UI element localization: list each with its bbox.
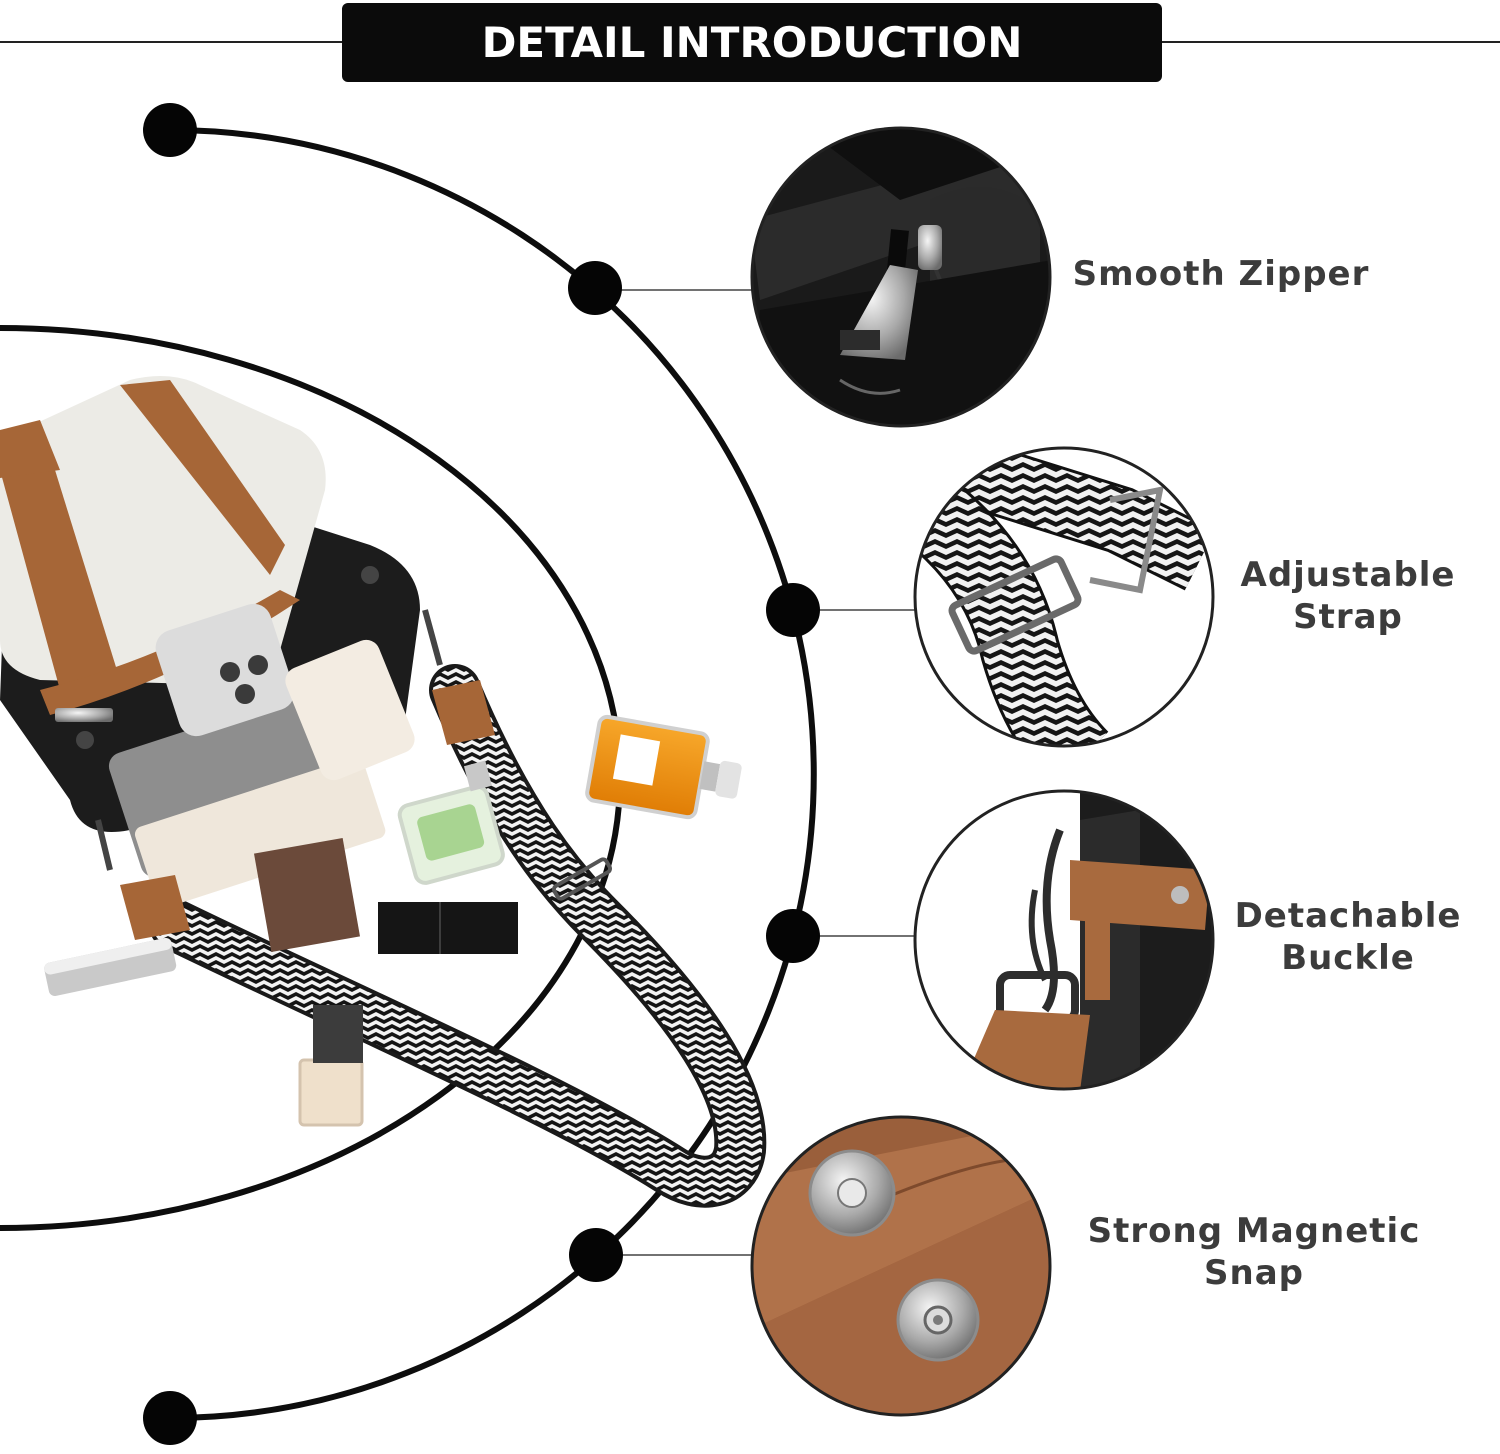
strap-slider — [551, 857, 613, 901]
phone-camera — [220, 662, 240, 682]
bag-brown-strap — [0, 420, 60, 478]
feature-label-line: Strong Magnetic — [1087, 1211, 1421, 1251]
product-image — [0, 376, 767, 1208]
compact — [254, 837, 360, 953]
header-banner: DETAIL INTRODUCTION — [342, 3, 1162, 82]
connector-zipper — [568, 261, 752, 315]
connector-strap — [766, 583, 915, 637]
rivet — [76, 731, 94, 749]
mascara — [44, 937, 177, 997]
feature-label-strap: Adjustable Strap — [1228, 554, 1468, 638]
bag-brown-strap — [0, 470, 120, 690]
notebook — [134, 757, 386, 908]
clasp — [422, 609, 443, 666]
feature-label-line: Strap — [1293, 597, 1403, 637]
feature-label-zipper: Smooth Zipper — [1068, 253, 1374, 295]
perfume-orange — [585, 714, 742, 820]
perfume-green — [397, 760, 505, 885]
clasp — [95, 819, 113, 871]
page-title: DETAIL INTRODUCTION — [481, 18, 1023, 67]
connector-snap — [569, 1228, 752, 1282]
lipstick — [378, 902, 518, 954]
zipper-pull — [55, 708, 113, 722]
strap-tab — [432, 680, 495, 745]
outer-arc — [169, 127, 817, 1421]
feature-label-snap: Strong Magnetic Snap — [1074, 1210, 1434, 1294]
zipper-detail-image — [750, 126, 1052, 428]
feature-label-line: Detachable — [1234, 896, 1462, 936]
phone-camera — [248, 655, 268, 675]
bag-brown-strap — [120, 380, 285, 575]
strap — [153, 668, 763, 1204]
pouch — [285, 639, 415, 781]
feature-label-line: Snap — [1204, 1253, 1304, 1293]
connector-buckle — [766, 909, 915, 963]
phone-camera — [235, 684, 255, 704]
buckle-detail-image — [913, 789, 1215, 1091]
feature-label-line: Adjustable — [1240, 555, 1456, 595]
rivet — [361, 566, 379, 584]
arc-top-dot — [143, 103, 197, 157]
nail-polish — [298, 1005, 364, 1127]
strap-detail-image — [913, 446, 1215, 748]
feature-label-buckle: Detachable Buckle — [1228, 895, 1468, 979]
feature-label-line: Buckle — [1281, 938, 1415, 978]
arc-bottom-dot — [143, 1391, 197, 1445]
feature-label-line: Smooth Zipper — [1072, 254, 1370, 294]
snap-detail-image — [750, 1115, 1052, 1417]
strap-tab — [120, 875, 190, 940]
